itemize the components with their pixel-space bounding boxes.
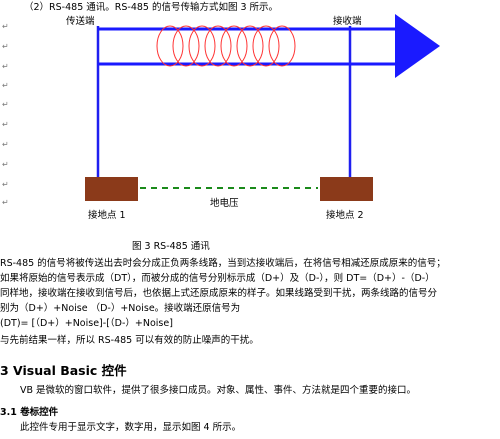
body-line-6: 与先前结果一样，所以 RS-485 可以有效的防止噪声的干扰。 — [0, 335, 259, 346]
signal-arrow — [98, 14, 440, 78]
arrow-head — [395, 14, 440, 78]
body-line-3: 同样地，接收端在接收到信号后，也依据上式还原成原来的样子。如果线路受到干扰，两条… — [0, 288, 438, 299]
ground-block-right — [320, 177, 373, 201]
paragraph-mark: ↵ — [2, 81, 9, 90]
twisted-pair-coil — [156, 25, 296, 67]
paragraph-mark: ↵ — [2, 198, 9, 207]
subsection-paragraph: 此控件专用于显示文字，数字用，显示如图 4 所示。 — [20, 422, 242, 433]
ground-potential-label: 地电压 — [210, 198, 239, 209]
paragraph-mark: ↵ — [2, 180, 9, 189]
paragraph-mark: ↵ — [2, 22, 9, 31]
ground-right-label: 接地点 2 — [326, 210, 364, 221]
paragraph-mark: ↵ — [2, 62, 9, 71]
body-line-1: RS-485 的信号将被传送出去时会分成正负两条线路，当到达接收端后，在将信号相… — [0, 258, 446, 269]
body-line-5: (DT)= [（D+）+Noise]-[（D-）+Noise] — [0, 318, 173, 329]
ground-block-left — [85, 177, 138, 201]
body-line-2: 如果将原始的信号表示成（DT），而被分成的信号分别标示成（D+）及（D-），则 … — [0, 273, 435, 284]
receiver-label: 接收端 — [333, 16, 362, 27]
paragraph-mark: ↵ — [2, 100, 9, 109]
section-heading: 3 Visual Basic 控件 — [0, 363, 127, 378]
rs485-diagram — [85, 14, 440, 201]
figure-caption: 图 3 RS-485 通讯 — [132, 241, 210, 252]
ground-left-label: 接地点 1 — [88, 210, 126, 221]
paragraph-mark: ↵ — [2, 120, 9, 129]
body-line-4: 别为（D+）+Noise （D-）+Noise。接收端还原信号为 — [0, 303, 241, 314]
section-paragraph: VB 是微软的窗口软件，提供了很多接口成员。对象、属性、事件、方法就是四个重要的… — [20, 385, 417, 396]
paragraph-mark: ↵ — [2, 42, 9, 51]
sender-label: 传送端 — [66, 16, 95, 27]
subsection-heading: 3.1 卷标控件 — [0, 407, 59, 418]
intro-text: （2）RS-485 通讯。RS-485 的信号传输方式如图 3 所示。 — [24, 2, 279, 13]
paragraph-mark: ↵ — [2, 160, 9, 169]
paragraph-mark: ↵ — [2, 140, 9, 149]
